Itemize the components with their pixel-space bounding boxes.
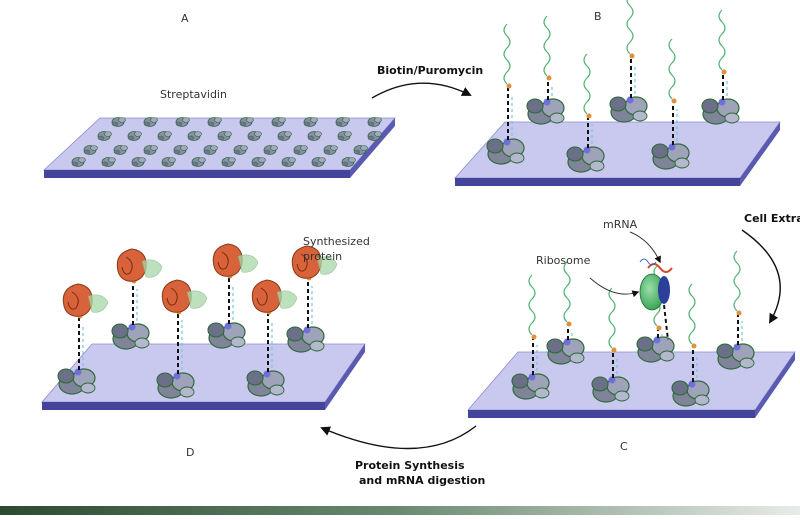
- streptavidin-complex: [651, 142, 690, 170]
- cell-extract-label: Cell Extra: [744, 212, 800, 225]
- dna-strand: [543, 15, 551, 77]
- plate-b: [454, 121, 781, 186]
- dna-strand: [718, 9, 726, 71]
- synthesized-protein: [161, 279, 208, 313]
- panel-b-complexes: [486, 0, 740, 173]
- arrow-a-to-b: [371, 82, 472, 99]
- streptavidin-complex: [246, 369, 285, 397]
- puromycin-dot: [671, 98, 677, 104]
- ribosome-pointer: [589, 277, 640, 298]
- protein-synthesis-line1: Protein Synthesis: [355, 459, 465, 472]
- streptavidin-complex: [57, 367, 96, 395]
- synthesized-protein-line1: Synthesized: [303, 235, 370, 248]
- dna-strand: [608, 287, 616, 349]
- puromycin-dot: [566, 321, 572, 327]
- streptavidin-complex: [546, 337, 585, 365]
- puromycin-dot: [629, 53, 635, 59]
- streptavidin-complex: [609, 95, 648, 123]
- puromycin-dot: [721, 69, 727, 75]
- biotin-puromycin-label: Biotin/Puromycin: [377, 64, 483, 77]
- panel-label-a: A: [181, 12, 189, 25]
- streptavidin-complex: [671, 379, 710, 407]
- synthesized-protein: [251, 279, 298, 313]
- synthesized-protein: [116, 248, 163, 282]
- puromycin-dot: [546, 75, 552, 81]
- mrna-pointer: [629, 231, 661, 264]
- dna-strand: [733, 250, 741, 312]
- streptavidin-complex: [156, 371, 195, 399]
- plate-a: [42, 117, 396, 178]
- protein-synthesis-line2: and mRNA digestion: [359, 474, 485, 487]
- puromycin-dot: [506, 83, 512, 89]
- streptavidin-complex: [511, 372, 550, 400]
- puromycin-dot: [531, 334, 537, 340]
- puromycin-dot: [611, 347, 617, 353]
- puromycin-dot: [586, 113, 592, 119]
- streptavidin-complex: [566, 145, 605, 173]
- streptavidin-complex: [526, 97, 565, 125]
- streptavidin-complex: [701, 97, 740, 125]
- ribosome-label: Ribosome: [536, 254, 591, 267]
- bottom-bar: [0, 506, 800, 515]
- dna-strand: [626, 0, 634, 55]
- synthesized-protein: [62, 283, 109, 317]
- puromycin-dot: [736, 310, 742, 316]
- streptavidin-complex: [716, 342, 755, 370]
- dna-strand: [688, 283, 696, 345]
- streptavidin-label: Streptavidin: [160, 88, 227, 101]
- puromycin-dot: [691, 343, 697, 349]
- streptavidin-complex: [636, 335, 675, 363]
- streptavidin-complex: [486, 137, 525, 165]
- streptavidin-complex: [591, 375, 630, 403]
- panel-d-complexes: [57, 243, 338, 399]
- panel-c-complexes: [511, 250, 755, 407]
- dna-strand: [528, 274, 536, 336]
- dna-strand: [563, 261, 571, 323]
- panel-label-c: C: [620, 440, 628, 453]
- dna-strand: [503, 23, 511, 85]
- arrow-b-to-c: [741, 229, 781, 324]
- panel-label-b: B: [594, 10, 602, 23]
- puromycin-dot: [656, 325, 662, 331]
- synthesized-protein: [212, 243, 259, 277]
- streptavidin-complex: [207, 321, 246, 349]
- panel-label-d: D: [186, 446, 194, 459]
- streptavidin-complex: [111, 322, 150, 350]
- plate-c: [467, 351, 796, 418]
- streptavidin-complex: [286, 325, 325, 353]
- arrow-c-to-d: [320, 425, 477, 450]
- synthesized-protein-line2: protein: [303, 250, 342, 263]
- dna-strand: [668, 38, 676, 100]
- dna-strand: [583, 53, 591, 115]
- ribosome-complex: [639, 258, 673, 341]
- plate-d: [41, 343, 366, 410]
- mrna-label: mRNA: [603, 218, 638, 231]
